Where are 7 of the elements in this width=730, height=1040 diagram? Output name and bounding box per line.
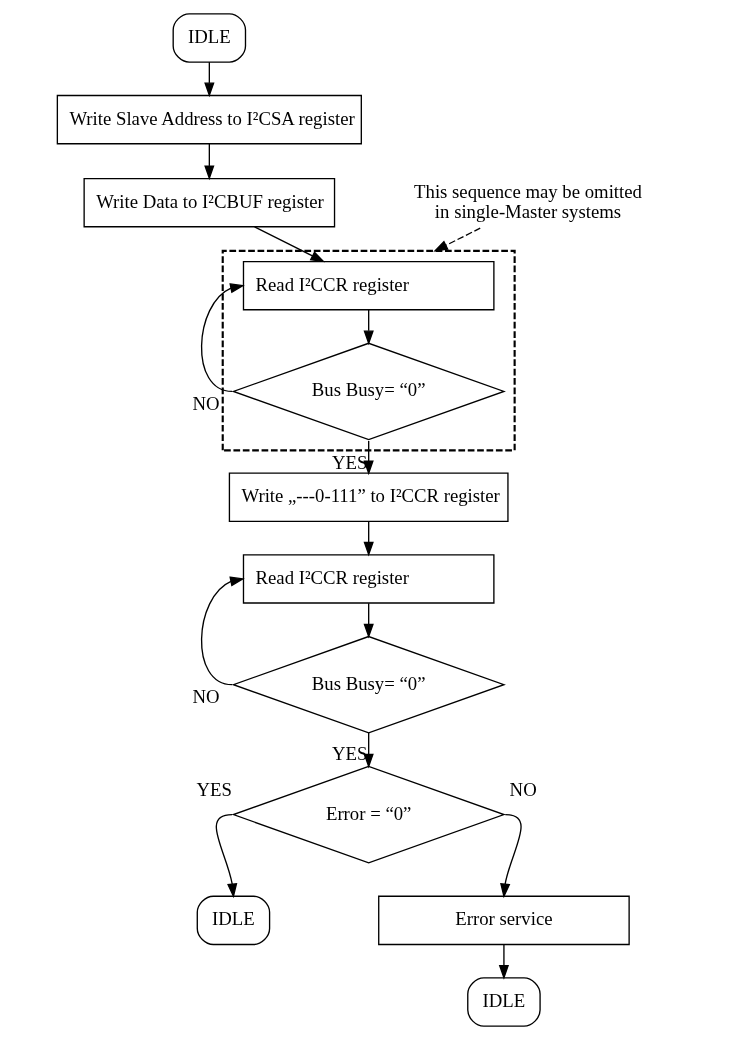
edge-label: NO [192,686,220,708]
edge-label: YES [196,779,232,801]
edge-label: NO [509,779,537,801]
node-text: This sequence may be omitted in single-Master systems [414,180,642,222]
edge-label: NO [192,393,220,415]
edge-label: YES [332,743,368,765]
edge-label: YES [332,451,368,473]
